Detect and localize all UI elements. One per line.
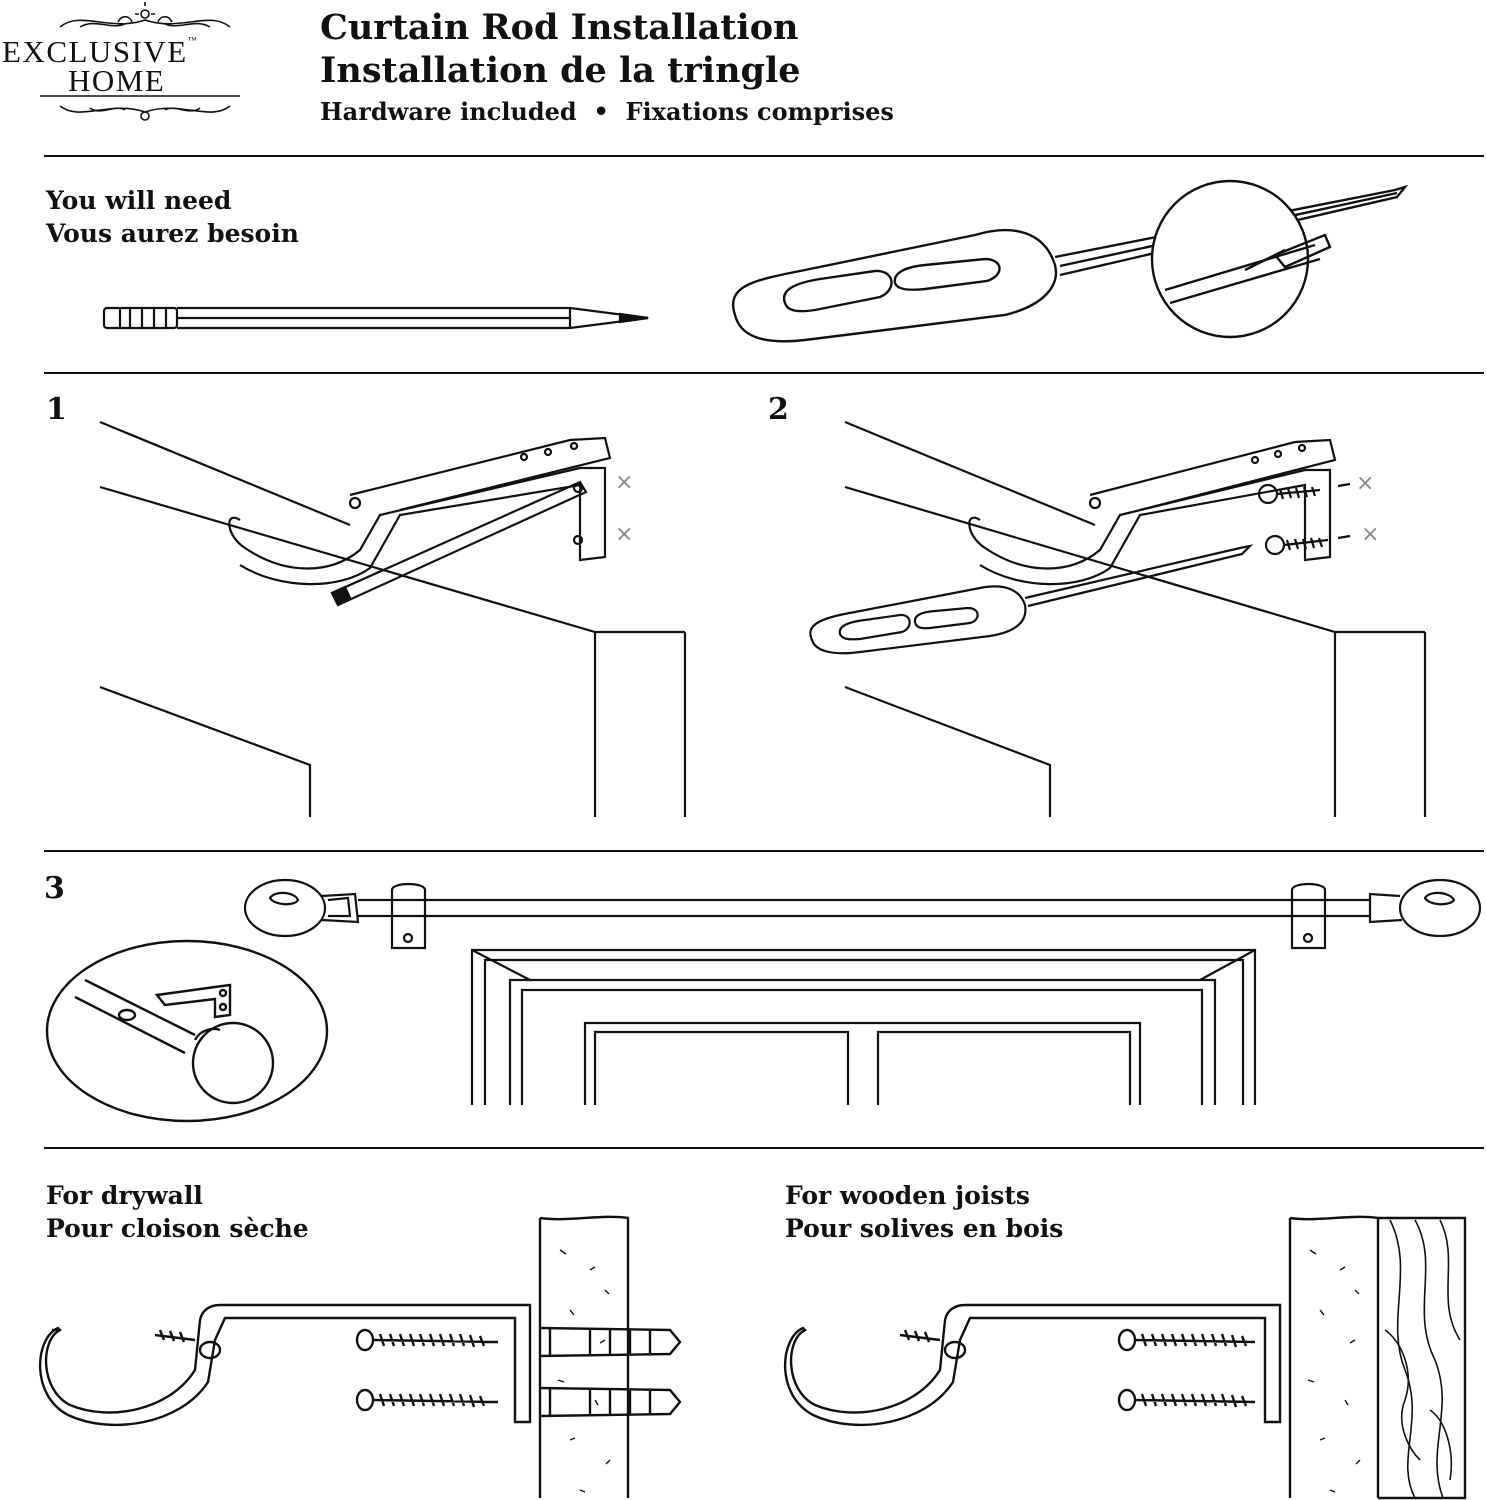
divider xyxy=(44,372,1484,374)
brand-logo: EXCLUSIVE™ HOME xyxy=(0,0,290,130)
page-subtitle: Hardware included • Fixations comprises xyxy=(320,97,894,126)
brand-line-1: EXCLUSIVE™ xyxy=(2,34,199,69)
mark-x-icon: × xyxy=(1356,471,1375,496)
pencil-icon xyxy=(100,305,660,335)
flourish-bottom-icon xyxy=(0,92,290,132)
step-number: 3 xyxy=(44,871,65,906)
divider xyxy=(44,850,1484,852)
step-2-illustration xyxy=(800,400,1440,820)
drywall-label: For drywall xyxy=(46,1181,203,1210)
page-title: Curtain Rod Installation xyxy=(320,7,799,48)
flourish-top-icon xyxy=(0,0,290,40)
step-3-detail-icon xyxy=(45,935,335,1185)
page-title-fr: Installation de la tringle xyxy=(320,50,801,91)
divider xyxy=(44,155,1484,157)
step-3-rod-illustration xyxy=(240,880,1487,1150)
mark-x-icon: × xyxy=(615,522,634,547)
step-number: 2 xyxy=(768,392,789,427)
screwdriver-icon xyxy=(725,175,1415,365)
wood-mounting-illustration xyxy=(775,1210,1475,1500)
wood-label-fr: Pour solives en bois xyxy=(785,1214,1064,1243)
mark-x-icon: × xyxy=(1361,522,1380,547)
tools-heading-fr: Vous aurez besoin xyxy=(46,219,299,248)
wood-label: For wooden joists xyxy=(785,1181,1030,1210)
brand-line-2: HOME xyxy=(68,63,166,98)
step-1-illustration xyxy=(100,400,740,820)
divider xyxy=(44,1147,1484,1149)
mark-x-icon: × xyxy=(615,470,634,495)
tools-heading: You will need xyxy=(46,186,232,215)
drywall-label-fr: Pour cloison sèche xyxy=(46,1214,309,1243)
drywall-mounting-illustration xyxy=(30,1210,690,1500)
step-number: 1 xyxy=(46,392,67,427)
